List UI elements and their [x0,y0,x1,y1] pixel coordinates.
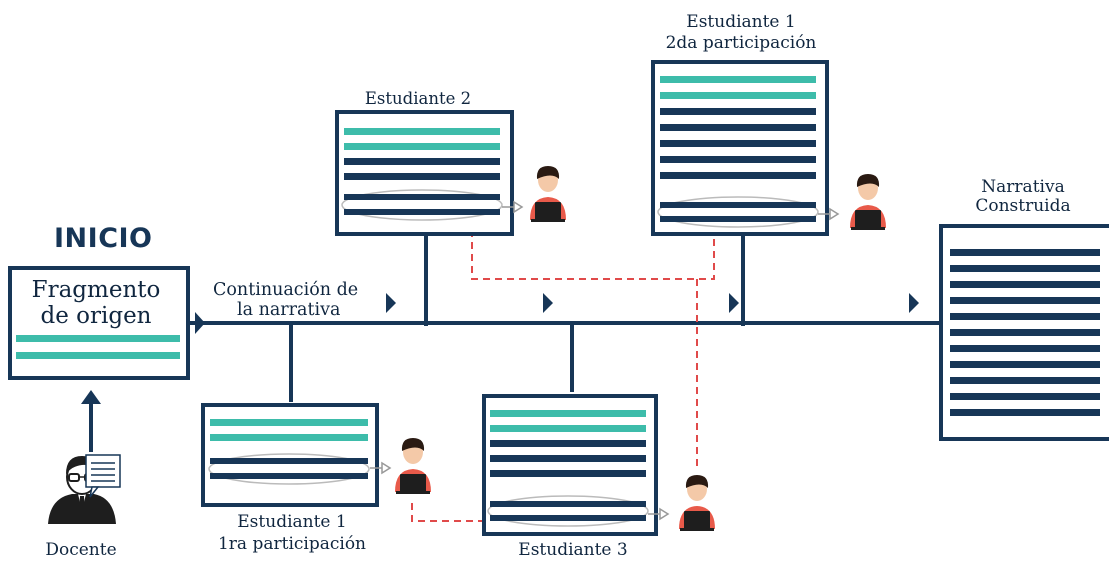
continuation-line1: Continuación de [213,280,359,300]
student1-second-line2: 2da participación [665,33,817,53]
teacher-arrow-head [81,390,101,404]
final-narrative-line1: Narrativa [981,177,1065,197]
timeline-arrow-1 [195,312,205,334]
speech-bubble-icon [85,454,121,498]
dashed-link-student1-to-student3 [411,503,488,522]
timeline-arrow-2 [386,293,396,313]
student2-label: Estudiante 2 [364,89,472,108]
continuation-label: Continuación de la narrativa [213,280,358,320]
constructed-narrative-document [939,224,1109,441]
origin-fragment-box [8,266,190,380]
origin-fragment-line2: de origen [40,303,152,329]
student1-first-label: Estudiante 1 1ra participación [218,511,366,555]
teacher-label: Docente [45,540,117,560]
student2-person-icon [530,166,566,222]
origin-fragment-label: Fragmento de origen [32,277,161,329]
student1-second-label: Estudiante 1 2da participación [666,12,817,54]
student1-first-line1: Estudiante 1 [237,512,347,532]
student1-second-line1: Estudiante 1 [686,12,796,32]
origin-fragment-line1: Fragmento [31,277,161,303]
final-narrative-line2: Construida [975,196,1071,216]
dashed-link-student2-to-student1 [471,218,715,280]
student3-person-icon [679,475,715,531]
student1-first-line2: 1ra participación [217,534,367,554]
final-narrative-label: Narrativa Construida [975,178,1070,216]
timeline-arrow-5 [909,293,919,313]
timeline-arrow-3 [543,293,553,313]
timeline-arrow-4 [729,293,739,313]
student1-second-document [651,60,840,236]
student1-first-person-icon [395,438,431,494]
student3-label: Estudiante 3 [518,540,628,560]
student2-document [335,110,524,236]
continuation-line2: la narrativa [237,300,341,320]
student3-document [482,394,670,536]
student1-second-person-icon [850,174,886,230]
diagram-title: INICIO [54,223,153,254]
student1-first-document [201,403,392,507]
